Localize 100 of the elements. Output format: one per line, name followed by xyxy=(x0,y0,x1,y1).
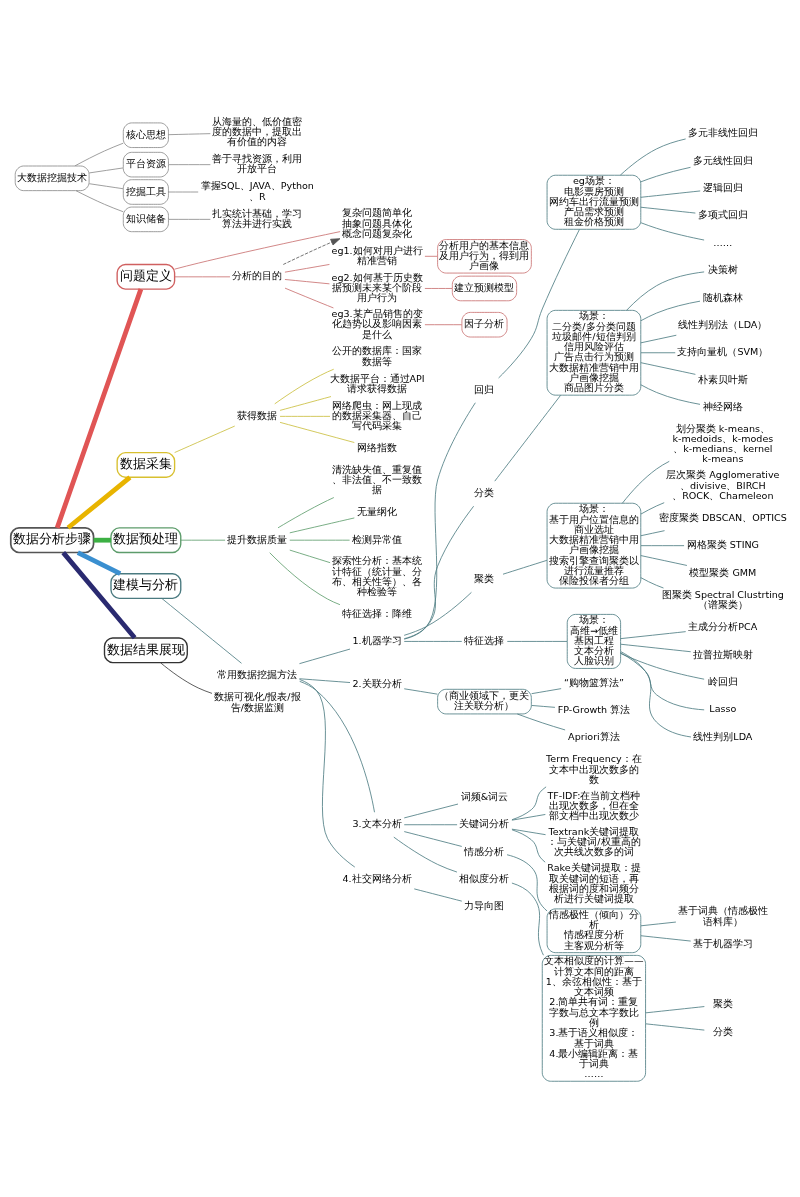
connector xyxy=(299,648,351,665)
connector xyxy=(289,549,331,564)
connector xyxy=(640,362,696,375)
connector xyxy=(531,705,556,708)
node-text: 检测异常值 xyxy=(352,533,403,545)
connector xyxy=(620,651,692,738)
connector xyxy=(640,502,665,515)
node-text: 清洗缺失值、重复值、非法值、不一致数据 xyxy=(332,463,423,496)
node-box: 挖掘工具 xyxy=(122,179,169,205)
connector xyxy=(640,206,696,214)
node-text: 分类 xyxy=(474,487,495,499)
connector xyxy=(640,384,701,405)
connector xyxy=(620,653,705,680)
node-text: 1.机器学习 xyxy=(352,634,402,646)
node-text: 从海量的、低价值密度的数据中，提取出有价值的内容 xyxy=(212,115,303,148)
node-text: 网络指数 xyxy=(357,442,398,454)
connector xyxy=(75,190,124,213)
connector xyxy=(511,882,544,956)
node-text: Apriori算法 xyxy=(568,731,620,743)
node-box: 数据分析步骤 xyxy=(9,527,95,554)
connector xyxy=(413,888,463,902)
node-box: 场景： 基于用户位置信息的商业选址 大数据精准营销中用户画像挖掘 搜索引擎查询聚类以进行流量推荐 保险投保者分组 xyxy=(546,502,642,589)
connector xyxy=(299,678,351,683)
connector xyxy=(88,183,124,190)
connector xyxy=(511,829,546,863)
connector xyxy=(640,222,705,241)
node-text: 密度聚类 DBSCAN、OPTICS xyxy=(658,511,787,523)
node-box: 大数据挖掘技术 xyxy=(14,165,90,192)
connector xyxy=(168,191,199,193)
node-text: 特征选择：降维 xyxy=(342,607,413,619)
node-text: 线性判别法（LDA） xyxy=(678,318,768,330)
node-box: 因子分析 xyxy=(461,312,508,338)
connector xyxy=(54,288,144,529)
arrow xyxy=(282,238,341,265)
connector xyxy=(180,539,226,541)
connector xyxy=(620,643,692,653)
connector xyxy=(403,402,476,640)
node-box: 知识储备 xyxy=(122,206,169,233)
connector xyxy=(626,271,705,311)
connector xyxy=(161,598,242,664)
node-box: 分析用户的基本信息及用户行为，得到用户画像 xyxy=(437,239,532,274)
node-box: 情感极性（倾向）分析 情感程度分析 主客观分析等 xyxy=(546,908,642,954)
connector xyxy=(511,814,546,821)
connector xyxy=(289,539,351,541)
node-text: 神经网络 xyxy=(702,401,743,413)
connector xyxy=(88,167,124,174)
node-text: 探索性分析：基本统计特征（统计量、分布、相关性等）、各种检验等 xyxy=(332,555,423,598)
node-box: 问题定义 xyxy=(116,263,176,290)
node-text: 关键词分析 xyxy=(459,818,510,830)
node-text: …… xyxy=(713,236,733,248)
node-text: 力导向图 xyxy=(464,900,505,912)
connector xyxy=(269,552,341,606)
node-text: Lasso xyxy=(709,703,737,715)
node-text: 聚类 xyxy=(474,573,495,585)
node-text: 3.文本分析 xyxy=(352,818,402,830)
node-text: 模型聚类 GMM xyxy=(689,566,757,578)
connector xyxy=(640,921,677,927)
node-text: eg2.如何基于历史数据预测未来某个阶段用户行为 xyxy=(331,271,423,304)
connector xyxy=(531,688,562,695)
node-text: 常用数据挖掘方法 xyxy=(217,669,298,681)
connector xyxy=(160,662,213,694)
connector xyxy=(640,555,688,566)
connector xyxy=(174,425,236,453)
connector xyxy=(403,688,438,695)
connector xyxy=(516,713,566,731)
node-text: Rake关键词提取：提取关键词的短语，再根据词的度和词频分析进行关键词提取 xyxy=(547,862,641,905)
connector xyxy=(424,255,438,257)
connector xyxy=(299,680,375,813)
node-text: 善于寻找资源，利用开放平台 xyxy=(212,153,303,175)
connector xyxy=(66,475,132,530)
connector xyxy=(640,530,665,537)
node-text: 2.关联分析 xyxy=(352,678,402,690)
node-text: 朴素贝叶斯 xyxy=(697,373,748,385)
connector xyxy=(640,545,685,547)
connector xyxy=(498,228,580,379)
node-text: 主成分分析PCA xyxy=(688,621,758,633)
node-text: 分析的目的 xyxy=(232,270,283,282)
node-text: 划分聚类 k-means、k-medoids、k-modes、k-medians、kernel k-means xyxy=(672,422,774,465)
connector xyxy=(174,276,231,278)
node-text: eg1.如何对用户进行精准营销 xyxy=(331,244,423,266)
connector xyxy=(403,831,463,847)
connector xyxy=(93,537,111,543)
node-box: 场景： 高维→低维 基因工程 文本分析 人脸识别 xyxy=(566,614,621,669)
connector xyxy=(620,631,687,640)
node-text: 基于机器学习 xyxy=(692,937,753,949)
node-text: 无量纲化 xyxy=(357,506,398,518)
node-text: 随机森林 xyxy=(702,291,743,303)
connector xyxy=(511,786,547,821)
connector xyxy=(74,142,124,167)
node-text: 获得数据 xyxy=(237,409,278,421)
connector xyxy=(645,1006,705,1014)
connector xyxy=(403,803,459,819)
connector xyxy=(393,836,458,873)
connector xyxy=(645,1023,705,1031)
node-text: 复杂问题简单化 抽象问题具体化 概念问题复杂化 xyxy=(342,207,413,239)
connector xyxy=(640,166,691,183)
node-box: 场景： 二分类/多分类问题 垃圾邮件/短信判别 信用风险评估 广告点击行为预测 大数据精准营销中用户画像挖掘 商品图片分类 xyxy=(546,309,642,396)
node-text: 4.社交网络分析 xyxy=(342,873,412,884)
node-text: 多元非线性回归 xyxy=(687,127,758,139)
node-text: 线性判别LDA xyxy=(693,730,753,742)
